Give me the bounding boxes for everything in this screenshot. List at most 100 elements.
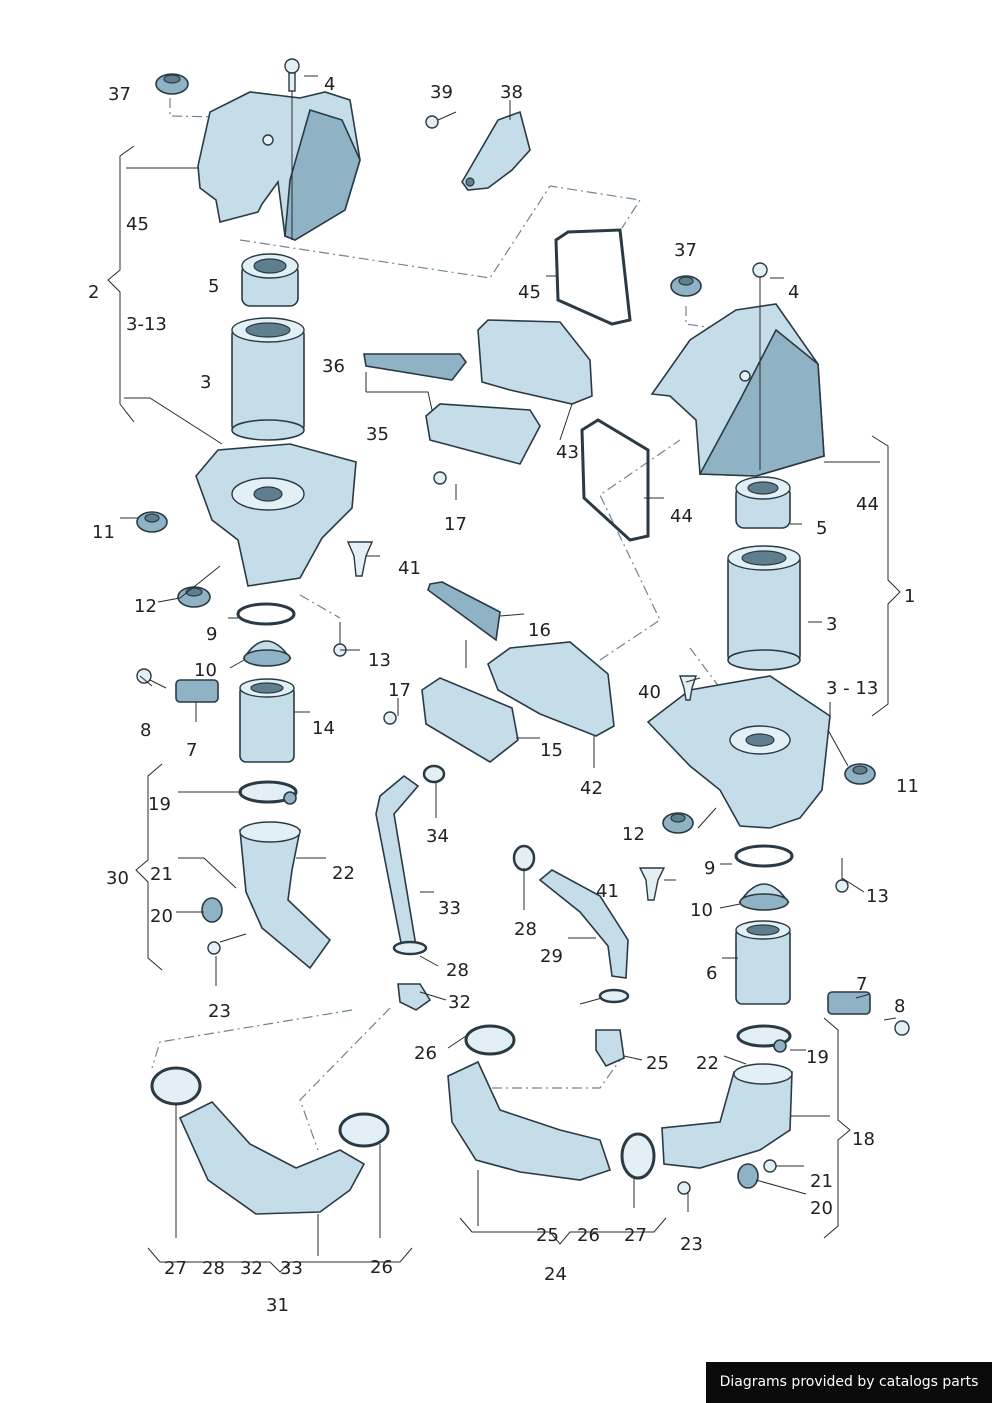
intake-hose-18 [661, 1063, 793, 1169]
frame-45 [554, 228, 632, 326]
clamp-28-right [512, 844, 536, 872]
callout-label: 4 [788, 282, 799, 303]
hose-29 [538, 869, 629, 979]
callout-label: 14 [312, 718, 335, 739]
screw-4-right [752, 262, 768, 470]
cap-10-right [738, 883, 790, 911]
screw-4-left [284, 58, 300, 240]
callout-label: 17 [388, 680, 411, 701]
screw-23-left [207, 941, 221, 955]
callout-label: 39 [430, 82, 453, 103]
callout-label: 27 [164, 1258, 187, 1279]
callout-label: 33 [280, 1258, 303, 1279]
callout-label: 11 [896, 776, 919, 797]
callout-label: 20 [150, 906, 173, 927]
bracket-38 [461, 110, 531, 191]
callout-label: 9 [206, 624, 217, 645]
trim-36 [363, 353, 468, 381]
clip-41-upper [346, 541, 374, 577]
callout-label: 23 [208, 1001, 231, 1022]
callout-label: 33 [438, 898, 461, 919]
callout-label: 31 [266, 1295, 289, 1316]
callout-label: 16 [528, 620, 551, 641]
grommet-20-left [201, 897, 223, 923]
grommet-12-left [177, 586, 211, 608]
callout-label: 3-13 [126, 314, 167, 335]
callout-label: 7 [856, 974, 867, 995]
o-ring-9-left [236, 602, 296, 626]
upper-cover-right [650, 303, 825, 477]
grommet-11-left [136, 511, 168, 533]
callout-label: 8 [140, 720, 151, 741]
callout-label: 34 [426, 826, 449, 847]
callout-label: 12 [134, 596, 157, 617]
callout-label: 12 [622, 824, 645, 845]
callout-label: 40 [638, 682, 661, 703]
hose-33 [375, 774, 420, 949]
callout-label: 41 [596, 881, 619, 902]
callout-label: 41 [398, 558, 421, 579]
intake-hose-30 [239, 821, 332, 970]
callout-label: 3 [826, 614, 837, 635]
callout-label: 38 [500, 82, 523, 103]
callout-label: 26 [414, 1043, 437, 1064]
callout-label: 5 [208, 276, 219, 297]
callout-label: 1 [904, 586, 915, 607]
callout-label: 30 [106, 868, 129, 889]
grommet-11-right [844, 763, 876, 785]
clamp-26-left [338, 1112, 390, 1148]
callout-label: 28 [446, 960, 469, 981]
upper-cover-left [197, 91, 361, 241]
callout-label: 37 [108, 84, 131, 105]
callout-label: 9 [704, 858, 715, 879]
callout-label: 29 [540, 946, 563, 967]
callout-label: 21 [810, 1171, 833, 1192]
duct-43 [477, 319, 593, 405]
callout-label: 42 [580, 778, 603, 799]
grommet-37-right [670, 275, 702, 297]
callout-label: 21 [150, 864, 173, 885]
callout-label: 18 [852, 1129, 875, 1150]
callout-label: 3 [200, 372, 211, 393]
callout-label: 25 [536, 1225, 559, 1246]
lower-housing-right [646, 675, 831, 829]
callout-label: 15 [540, 740, 563, 761]
grommet-12-right [662, 812, 694, 834]
frame-44 [580, 418, 650, 542]
filter-element-3-left [231, 317, 305, 441]
lower-housing-left [195, 443, 357, 587]
clamp-34 [422, 764, 446, 784]
clamp-27-left [150, 1066, 202, 1106]
clamp-27-mid [620, 1132, 656, 1180]
screw-17-lower [383, 711, 397, 725]
duct-42 [487, 641, 615, 737]
callout-label: 19 [806, 1047, 829, 1068]
callout-label: 27 [624, 1225, 647, 1246]
callout-label: 36 [322, 356, 345, 377]
callout-label: 44 [670, 506, 693, 527]
clamp-19-right [736, 1024, 792, 1053]
duct-15 [421, 677, 519, 763]
callout-label: 45 [126, 214, 149, 235]
seal-5-left [241, 253, 299, 307]
callout-label: 28 [514, 919, 537, 940]
callout-label: 2 [88, 282, 99, 303]
callout-label: 25 [646, 1053, 669, 1074]
callout-label: 37 [674, 240, 697, 261]
clip-21-right [763, 1159, 777, 1173]
callout-label: 35 [366, 424, 389, 445]
callout-label: 32 [448, 992, 471, 1013]
callout-label: 17 [444, 514, 467, 535]
callout-label: 28 [202, 1258, 225, 1279]
screw-8-right [894, 1020, 910, 1036]
mass-air-flow-14 [239, 678, 295, 763]
callout-label: 19 [148, 794, 171, 815]
sensor-7-left [175, 679, 219, 703]
callout-label: 26 [577, 1225, 600, 1246]
screw-8-left [136, 668, 167, 689]
trim-16 [427, 581, 501, 642]
callout-label: 6 [706, 963, 717, 984]
callout-label: 8 [894, 996, 905, 1017]
